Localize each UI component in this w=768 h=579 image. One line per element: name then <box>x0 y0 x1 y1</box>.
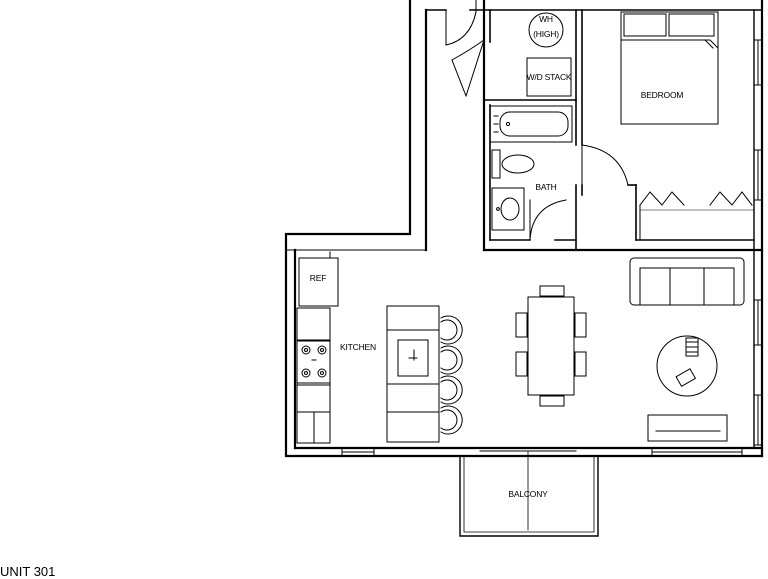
unit-label: UNIT 301 <box>0 564 56 579</box>
label-bath: BATH <box>535 182 556 192</box>
dining-table <box>515 285 587 407</box>
balcony <box>459 451 599 537</box>
coffee-table <box>656 335 718 397</box>
closet-doors <box>639 191 755 241</box>
range <box>296 340 331 384</box>
interior-walls <box>425 9 763 251</box>
room-labels: WH (HIGH) W/D STACK BEDROOM BATH REF KIT… <box>310 14 684 499</box>
water-heater <box>528 12 564 48</box>
toilet <box>491 149 535 179</box>
vanity-sink <box>491 187 525 231</box>
sofa <box>629 257 745 306</box>
bar-stools <box>440 315 463 435</box>
bed <box>620 11 719 125</box>
bathtub <box>489 105 573 143</box>
label-ref: REF <box>310 273 326 283</box>
label-wh-high: (HIGH) <box>533 29 559 39</box>
label-kitchen: KITCHEN <box>340 342 376 352</box>
washer-dryer <box>526 57 572 97</box>
kitchen-island <box>386 305 440 443</box>
label-wh: WH <box>539 14 553 24</box>
doors <box>445 0 629 241</box>
windows <box>341 39 763 457</box>
label-balcony: BALCONY <box>508 489 548 499</box>
refrigerator <box>298 251 339 307</box>
label-wd-stack: W/D STACK <box>527 72 572 82</box>
media-console <box>647 414 728 442</box>
label-bedroom: BEDROOM <box>641 90 684 100</box>
